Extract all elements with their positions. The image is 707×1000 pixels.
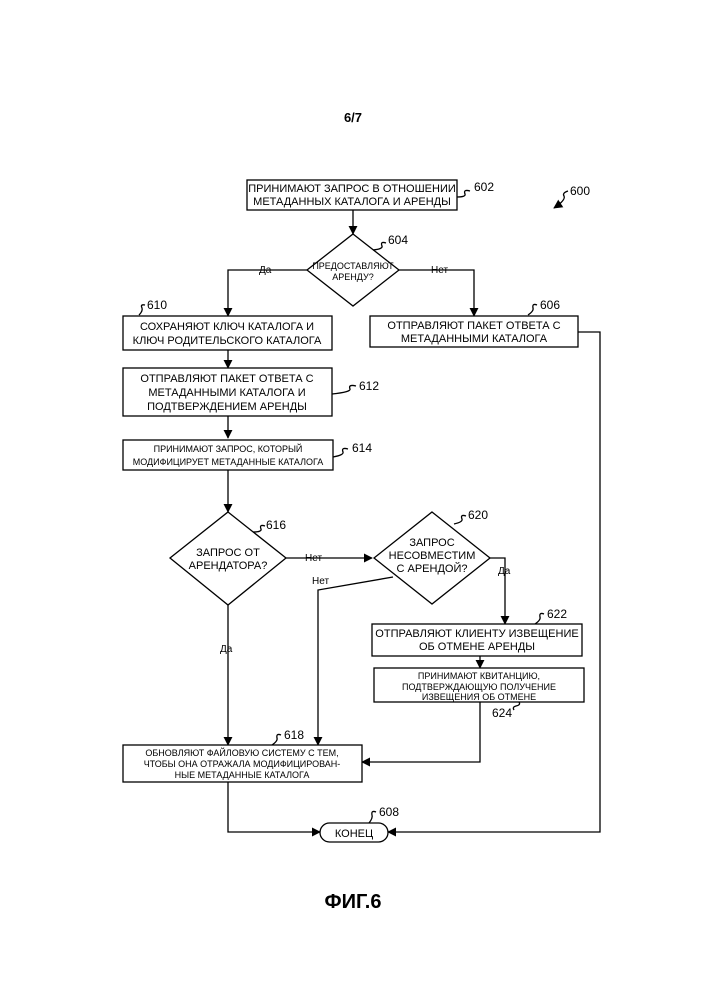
decision-616-line-2: АРЕНДАТОРА? <box>189 560 268 572</box>
step-610-line-1: СОХРАНЯЮТ КЛЮЧ КАТАЛОГА И <box>140 321 314 333</box>
step-602-line-1: ПРИНИМАЮТ ЗАПРОС В ОТНОШЕНИИ <box>248 183 456 195</box>
label-616-no: Нет <box>305 553 322 564</box>
step-602-ref: 602 <box>474 180 494 194</box>
step-624-line-3: ИЗВЕЩЕНИЯ ОБ ОТМЕНЕ <box>422 692 536 702</box>
edge-618-608 <box>228 782 320 832</box>
decision-620-line-3: С АРЕНДОЙ? <box>397 562 468 575</box>
step-612-line-2: МЕТАДАННЫМИ КАТАЛОГА И <box>148 387 305 399</box>
step-612-line-3: ПОДТВЕРЖДЕНИЕМ АРЕНДЫ <box>147 401 307 413</box>
decision-604: ПРЕДОСТАВЛЯЮТ АРЕНДУ? 604 <box>307 233 408 306</box>
step-622-line-2: ОБ ОТМЕНЕ АРЕНДЫ <box>419 641 535 653</box>
step-602: ПРИНИМАЮТ ЗАПРОС В ОТНОШЕНИИ МЕТАДАННЫХ … <box>247 180 494 210</box>
step-614-ref: 614 <box>352 441 372 455</box>
decision-620-line-2: НЕСОВМЕСТИМ <box>389 550 476 562</box>
label-604-yes: Да <box>259 265 272 276</box>
terminal-608-ref: 608 <box>379 805 399 819</box>
decision-616-ref: 616 <box>266 518 286 532</box>
step-610-ref: 610 <box>147 298 167 312</box>
edge-624-618 <box>362 702 480 762</box>
step-606-ref: 606 <box>540 298 560 312</box>
decision-604-line-2: АРЕНДУ? <box>332 272 373 282</box>
page-number: 6/7 <box>344 110 362 125</box>
step-624-ref: 624 <box>492 706 512 720</box>
label-620-yes: Да <box>498 566 511 577</box>
step-618-line-3: НЫЕ МЕТАДАННЫЕ КАТАЛОГА <box>175 770 310 780</box>
step-614-line-2: МОДИФИЦИРУЕТ МЕТАДАННЫЕ КАТАЛОГА <box>133 457 324 467</box>
svg-text:600: 600 <box>570 184 590 198</box>
step-614: ПРИНИМАЮТ ЗАПРОС, КОТОРЫЙ МОДИФИЦИРУЕТ М… <box>123 440 372 470</box>
figure-caption: ФИГ.6 <box>325 891 382 913</box>
step-618-ref: 618 <box>284 728 304 742</box>
step-618-line-2: ЧТОБЫ ОНА ОТРАЖАЛА МОДИФИЦИРОВАН- <box>144 759 341 769</box>
step-602-line-2: МЕТАДАННЫХ КАТАЛОГА И АРЕНДЫ <box>253 196 451 208</box>
decision-620: ЗАПРОС НЕСОВМЕСТИМ С АРЕНДОЙ? 620 <box>374 508 490 604</box>
step-624-line-1: ПРИНИМАЮТ КВИТАНЦИЮ, <box>418 671 540 681</box>
decision-616: ЗАПРОС ОТ АРЕНДАТОРА? 616 <box>170 512 286 605</box>
label-620-no: Нет <box>312 576 329 587</box>
step-612-ref: 612 <box>359 379 379 393</box>
step-622: ОТПРАВЛЯЮТ КЛИЕНТУ ИЗВЕЩЕНИЕ ОБ ОТМЕНЕ А… <box>372 607 582 656</box>
figure-ref-600: 600 <box>554 184 590 208</box>
decision-620-line-1: ЗАПРОС <box>409 537 454 549</box>
step-612: ОТПРАВЛЯЮТ ПАКЕТ ОТВЕТА С МЕТАДАННЫМИ КА… <box>123 368 379 416</box>
terminal-608: КОНЕЦ 608 <box>320 805 399 842</box>
edge-604-610 <box>228 270 307 316</box>
step-622-ref: 622 <box>547 607 567 621</box>
step-618-line-1: ОБНОВЛЯЮТ ФАЙЛОВУЮ СИСТЕМУ С ТЕМ, <box>145 747 338 758</box>
step-606-line-2: МЕТАДАННЫМИ КАТАЛОГА <box>401 333 548 345</box>
terminal-608-label: КОНЕЦ <box>335 828 373 840</box>
step-612-line-1: ОТПРАВЛЯЮТ ПАКЕТ ОТВЕТА С <box>140 373 313 385</box>
step-622-line-1: ОТПРАВЛЯЮТ КЛИЕНТУ ИЗВЕЩЕНИЕ <box>375 628 578 640</box>
decision-604-ref: 604 <box>388 233 408 247</box>
label-616-yes: Да <box>220 644 233 655</box>
decision-604-line-1: ПРЕДОСТАВЛЯЮТ <box>312 261 394 271</box>
label-604-no: Нет <box>431 265 448 276</box>
step-614-line-1: ПРИНИМАЮТ ЗАПРОС, КОТОРЫЙ <box>154 443 303 454</box>
step-606-line-1: ОТПРАВЛЯЮТ ПАКЕТ ОТВЕТА С <box>387 320 560 332</box>
step-610-line-2: КЛЮЧ РОДИТЕЛЬСКОГО КАТАЛОГА <box>133 335 322 347</box>
step-618: ОБНОВЛЯЮТ ФАЙЛОВУЮ СИСТЕМУ С ТЕМ, ЧТОБЫ … <box>123 728 362 782</box>
decision-616-line-1: ЗАПРОС ОТ <box>196 547 260 559</box>
edge-604-606 <box>399 270 474 316</box>
step-624-line-2: ПОДТВЕРЖДАЮЩУЮ ПОЛУЧЕНИЕ <box>402 682 556 692</box>
edge-620-618 <box>318 577 393 745</box>
step-624: ПРИНИМАЮТ КВИТАНЦИЮ, ПОДТВЕРЖДАЮЩУЮ ПОЛУ… <box>374 668 584 720</box>
decision-620-ref: 620 <box>468 508 488 522</box>
